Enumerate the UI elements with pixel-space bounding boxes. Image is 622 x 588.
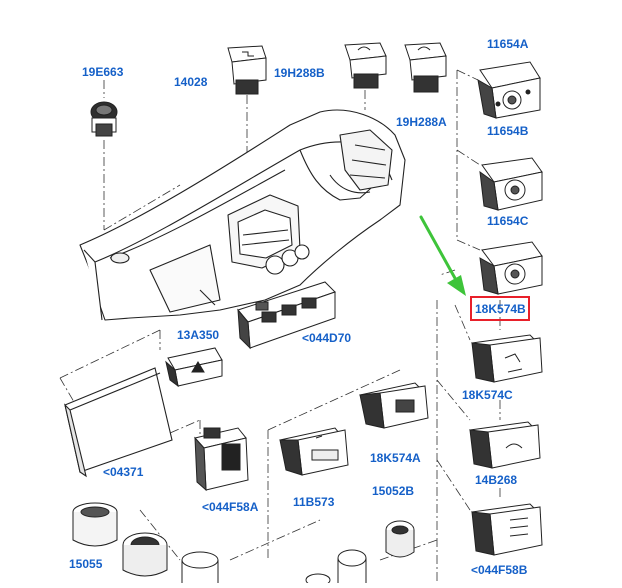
label-13a350[interactable]: 13A350 — [177, 328, 219, 342]
part-labels: 19E663 14028 19H288B 19H288A 11654A 1165… — [69, 37, 529, 577]
label-18k574a[interactable]: 18K574A — [370, 451, 421, 465]
part-044d70-switch-panel — [237, 281, 336, 350]
part-11654b-headlamp-switch — [479, 157, 543, 211]
dashboard-assembly — [79, 109, 406, 321]
part-14b268-switch — [470, 503, 543, 556]
label-044f58b[interactable]: <044F58B — [471, 563, 528, 577]
part-15052b-lighter — [385, 520, 415, 558]
part-13a350-hazard-switch — [165, 347, 223, 388]
part-04371-panel — [64, 367, 173, 478]
part-18k574b-switch — [470, 334, 543, 383]
part-11b573-switch — [279, 427, 349, 476]
label-14b268[interactable]: 14B268 — [475, 473, 517, 487]
part-bottom-partial — [181, 549, 367, 587]
part-19e663-button — [90, 101, 118, 137]
label-15055[interactable]: 15055 — [69, 557, 103, 571]
part-19h288a-switch — [404, 42, 447, 93]
label-19h288b[interactable]: 19H288B — [274, 66, 325, 80]
label-04371[interactable]: <04371 — [103, 465, 144, 479]
part-15055-socket — [72, 502, 168, 577]
part-11654a-headlamp-switch — [477, 61, 541, 119]
label-18k574b[interactable]: 18K574B — [475, 302, 526, 316]
part-19h288b-switch — [344, 42, 387, 89]
label-11654c[interactable]: 11654C — [487, 214, 529, 228]
label-19e663[interactable]: 19E663 — [82, 65, 124, 79]
part-14028-switch — [227, 45, 267, 95]
part-18k574a-switch — [358, 382, 429, 429]
part-18k574c-switch — [468, 421, 541, 469]
green-arrow-icon — [419, 215, 466, 296]
highlight-box — [470, 296, 530, 321]
label-14028[interactable]: 14028 — [174, 75, 208, 89]
part-044f58a-module — [194, 427, 249, 492]
leader-lines — [59, 69, 501, 583]
label-044f58a[interactable]: <044F58A — [202, 500, 259, 514]
label-15052b[interactable]: 15052B — [372, 484, 414, 498]
label-044d70[interactable]: <044D70 — [302, 331, 351, 345]
label-18k574c[interactable]: 18K574C — [462, 388, 513, 402]
label-11654a[interactable]: 11654A — [487, 37, 529, 51]
label-19h288a[interactable]: 19H288A — [396, 115, 447, 129]
label-11654b[interactable]: 11654B — [487, 124, 529, 138]
part-11654c-headlamp-switch — [479, 241, 543, 295]
label-11b573[interactable]: 11B573 — [293, 495, 335, 509]
